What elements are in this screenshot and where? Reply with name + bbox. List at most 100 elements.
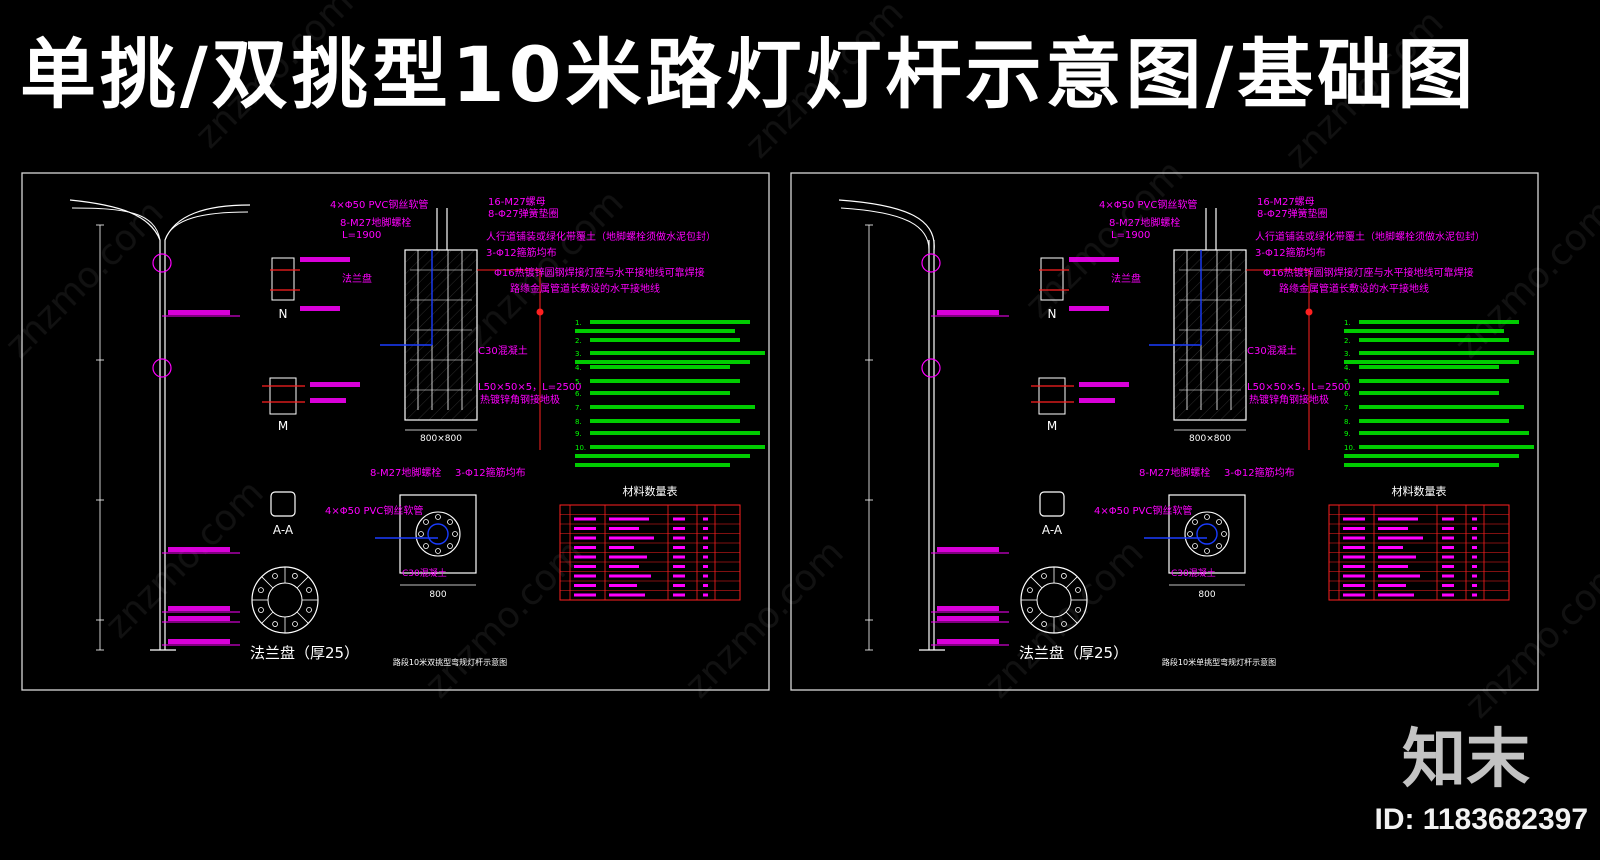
- table-cell: [703, 527, 708, 530]
- table-cell: [673, 584, 685, 587]
- logo: 知末: [1402, 723, 1530, 797]
- foundation-label-rebar: 3-Φ12箍筋均布: [1255, 246, 1326, 259]
- table-cell: [1472, 536, 1477, 540]
- flange-bolt-hole: [292, 621, 298, 627]
- note-number: 6.: [1344, 390, 1351, 398]
- flange-rib: [261, 576, 274, 589]
- page-title: 单挑/双挑型10米路灯灯杆示意图/基础图: [20, 30, 1478, 119]
- note-number: 5.: [1344, 378, 1351, 386]
- foundation-label-nut: 16-M27螺母: [1257, 196, 1315, 208]
- table-cell: [1378, 584, 1406, 587]
- detail-m-label: M: [278, 419, 288, 433]
- flange-bolt-hole: [1041, 621, 1048, 627]
- foundation-label-flange: 法兰盘: [342, 272, 372, 285]
- plan-bolt: [447, 519, 453, 525]
- plan-bolt: [1216, 519, 1222, 525]
- foundation-dim: 800×800: [420, 434, 462, 444]
- note-text-block: [590, 379, 740, 383]
- table-cell: [609, 527, 639, 530]
- pole-arm-right: [164, 204, 251, 241]
- plan-label-conduit: 4×Φ50 PVC钢丝软管: [1094, 504, 1192, 517]
- foundation-label-angle: L50×50×5，L=2500: [478, 382, 582, 393]
- detail-marker-n: [152, 253, 172, 273]
- sheet-frame: [21, 172, 770, 691]
- note-text-block: [1359, 431, 1529, 435]
- note-text-block: [590, 391, 730, 395]
- plan-bolt: [423, 519, 429, 525]
- pole-elevation: [69, 199, 251, 651]
- note-text-block: [590, 445, 765, 449]
- table-cell: [574, 527, 596, 530]
- note-text-block: [590, 320, 750, 324]
- table-cell: [673, 517, 685, 521]
- note-text-block: [937, 310, 999, 315]
- table-cell: [1343, 536, 1365, 540]
- note-text-block: [1069, 306, 1109, 311]
- note-text-block: [1359, 391, 1499, 395]
- table-cell: [1343, 584, 1365, 587]
- flange-rib: [1030, 611, 1043, 624]
- table-cell: [1378, 574, 1420, 578]
- plan-bolt: [1216, 543, 1222, 549]
- note-text-block: [300, 257, 350, 262]
- note-text-block: [1359, 365, 1499, 369]
- pole-arm: [838, 199, 935, 251]
- foundation-dim: 800×800: [1189, 434, 1231, 444]
- table-title: 材料数量表: [623, 484, 678, 498]
- flange-bolt-hole: [272, 621, 279, 627]
- flange-rib: [296, 576, 309, 589]
- table-cell: [1442, 517, 1454, 521]
- table-cell: [1442, 593, 1454, 597]
- detail-n: N: [1039, 257, 1119, 321]
- note-text-block: [1344, 329, 1504, 333]
- table-cell: [1343, 574, 1365, 578]
- watermark-text: znzmo.com: [187, 0, 361, 156]
- table-cell: [1343, 565, 1365, 568]
- foundation-label-sidewalk: 人行道铺装或绿化带覆土（地脚螺栓须做水泥包封）: [1255, 230, 1485, 243]
- note-number: 8.: [1344, 418, 1351, 426]
- section-a-a-outline: [1039, 491, 1065, 517]
- note-text-block: [1079, 398, 1115, 403]
- note-text-block: [590, 365, 730, 369]
- plan-bolt: [435, 548, 441, 554]
- foundation-label-ground-bar: Φ16热镀锌圆钢焊接灯座与水平接地线可靠焊接: [1263, 266, 1474, 279]
- table-cell: [574, 584, 596, 587]
- table-cell: [1378, 527, 1408, 530]
- note-text-block: [1359, 419, 1509, 423]
- foundation-label-ground-line: 路缘金属管道长敷设的水平接地线: [1279, 282, 1429, 295]
- plan-bolt: [452, 531, 458, 537]
- detail-m-label: M: [1047, 419, 1057, 433]
- plan-dim: 800: [429, 590, 446, 600]
- table-cell: [574, 517, 596, 521]
- table-cell: [1472, 574, 1477, 578]
- note-number: 1.: [575, 319, 582, 327]
- watermark-text: znzmo.com: [737, 0, 911, 166]
- note-text-block: [1069, 257, 1119, 262]
- table-cell: [1378, 555, 1416, 559]
- id-label: ID: 1183682397: [1374, 803, 1588, 836]
- plan-label-bolt: 8-M27地脚螺栓: [370, 466, 441, 479]
- note-text-block: [937, 639, 999, 644]
- table-cell: [673, 593, 685, 597]
- table-cell: [574, 593, 596, 597]
- table-cell: [1472, 517, 1477, 521]
- flange-rib: [1065, 576, 1078, 589]
- table-cell: [609, 565, 639, 568]
- note-text-block: [1344, 463, 1499, 467]
- table-cell: [574, 574, 596, 578]
- plan-outline: [1168, 494, 1246, 574]
- foundation-label-washer: 8-Φ27弹簧垫圈: [1257, 207, 1328, 220]
- foundation-label-ground-line: 路缘金属管道长敷设的水平接地线: [510, 282, 660, 295]
- section-a-a: A-A: [1039, 491, 1065, 537]
- flange-bolt-hole: [291, 573, 298, 579]
- note-number: 10.: [575, 444, 586, 452]
- pole-elevation: [838, 199, 1009, 651]
- foundation-label-angle: L50×50×5，L=2500: [1247, 382, 1351, 393]
- foundation-label-rebar: 3-Φ12箍筋均布: [486, 246, 557, 259]
